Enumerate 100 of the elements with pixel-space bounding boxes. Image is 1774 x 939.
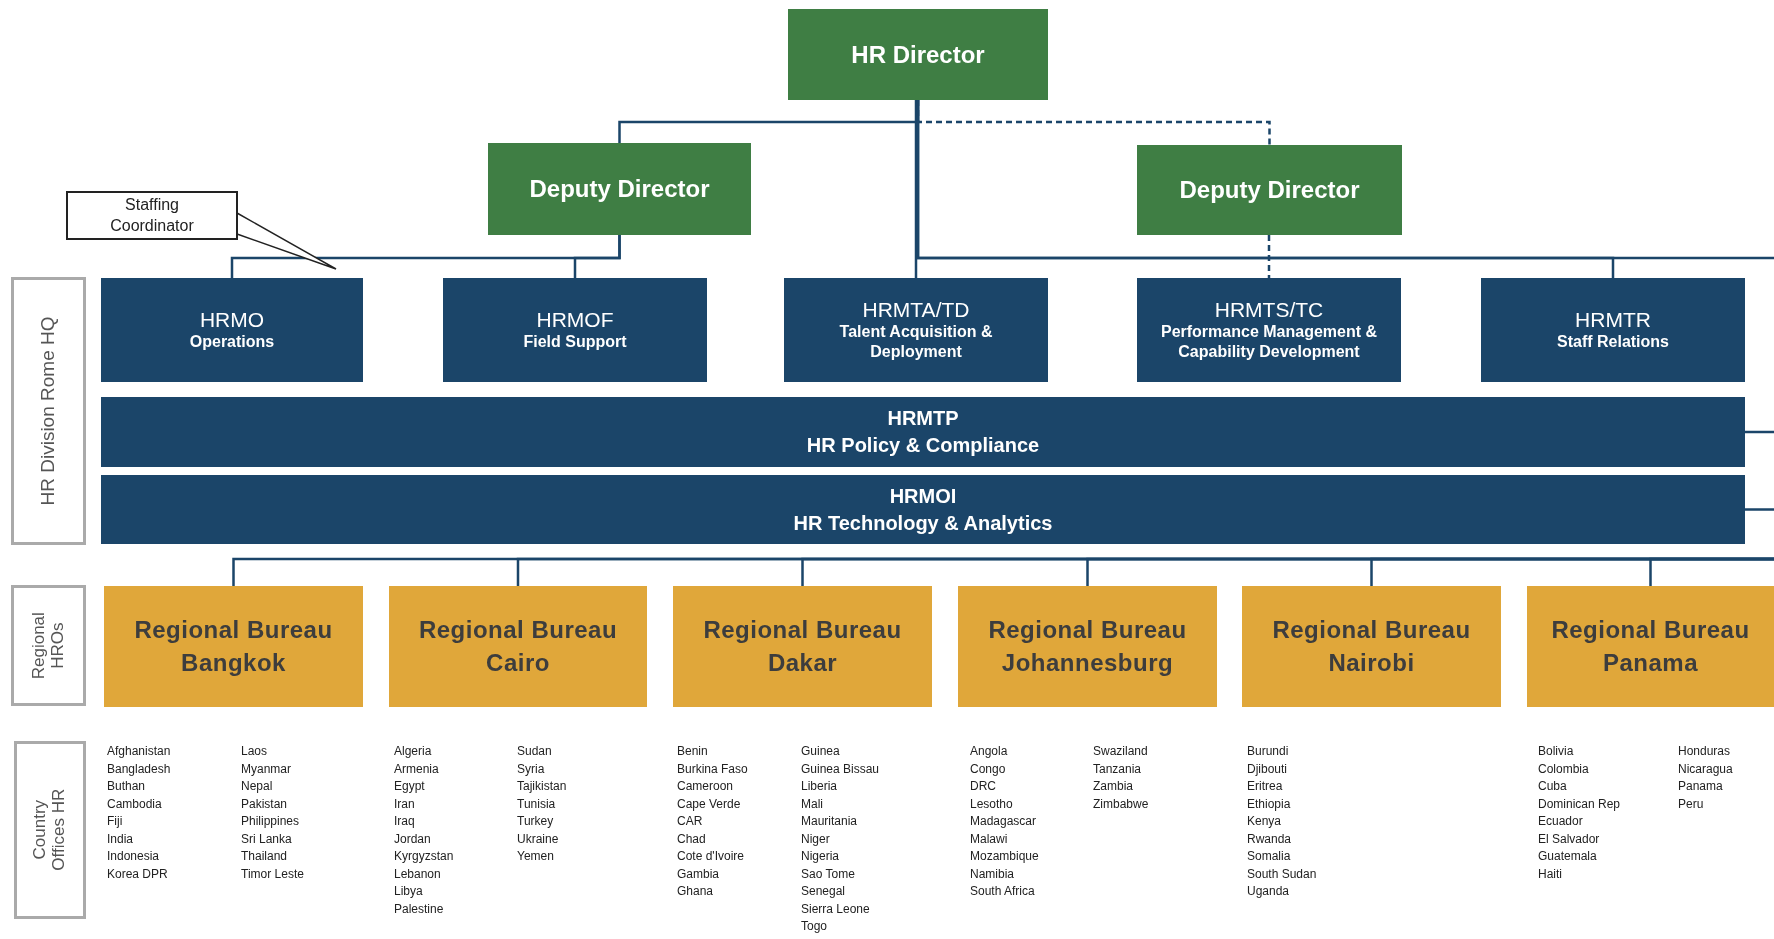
unit-name: HR Technology & Analytics [793, 510, 1053, 536]
unit-name: Operations [188, 332, 276, 352]
country-name: Yemen [517, 849, 554, 863]
country-name: Swaziland [1093, 744, 1148, 758]
bureau-box [104, 586, 363, 707]
section-label: Regional HROs [29, 610, 68, 682]
unit-code: HRMO [199, 308, 265, 332]
callout-box [66, 191, 238, 240]
country-name: Iran [394, 796, 415, 811]
country-name: Indonesia [107, 849, 160, 863]
unit-code: HRMOI [889, 483, 957, 509]
country-name: Tanzania [1093, 761, 1142, 776]
country-name: Guinea Bissau [801, 761, 880, 776]
country-name: Ethiopia [1247, 796, 1291, 811]
unit-name: Staff Relations [1556, 332, 1670, 352]
country-name: Lebanon [394, 866, 441, 881]
unit-code: HRMOF [536, 308, 614, 332]
country-name: Sao Tome [801, 866, 855, 881]
director-box [788, 9, 1048, 100]
unit-box [784, 278, 1048, 382]
country-name: Egypt [394, 779, 425, 793]
country-name: Tunisia [517, 796, 556, 811]
country-name: Haiti [1538, 866, 1562, 881]
country-name: DRC [970, 779, 996, 793]
country-name: Bolivia [1538, 744, 1574, 758]
unit-band [101, 475, 1745, 544]
country-name: Lesotho [970, 796, 1013, 811]
box-title: Deputy Director [1179, 176, 1360, 204]
country-name: Cote d'Ivoire [677, 849, 744, 863]
country-name: Syria [517, 761, 545, 776]
section-label-box [14, 741, 86, 919]
country-name: Zimbabwe [1093, 796, 1149, 811]
director-box [1137, 145, 1402, 235]
connector-line [1745, 508, 1774, 511]
country-name: Cambodia [107, 796, 162, 811]
callout-text: Staffing Coordinator [109, 194, 195, 236]
country-name: Pakistan [241, 796, 288, 811]
country-name: Togo [801, 919, 828, 933]
country-name: Djibouti [1247, 761, 1288, 776]
bureau-name: Regional Bureau Panama [1550, 615, 1751, 678]
country-name: South Sudan [1247, 866, 1317, 881]
bureau-name: Regional Bureau Cairo [417, 615, 619, 678]
unit-box [1137, 278, 1401, 382]
bureau-box [389, 586, 647, 707]
section-label-box [11, 585, 86, 706]
country-name: Rwanda [1247, 831, 1292, 846]
bureau-box [1527, 586, 1774, 707]
unit-name: HR Policy & Compliance [806, 433, 1040, 458]
country-name: Benin [677, 744, 708, 758]
unit-box [101, 278, 363, 382]
country-name: Sierra Leone [801, 901, 870, 916]
country-name: Madagascar [970, 814, 1037, 828]
bureau-box [1242, 586, 1501, 707]
bureau-name: Regional Bureau Nairobi [1271, 615, 1472, 678]
box-title: HR Director [851, 40, 985, 69]
country-name: Ukraine [517, 831, 559, 846]
unit-box [443, 278, 707, 382]
country-name: Nicaragua [1678, 761, 1733, 776]
unit-box [1481, 278, 1745, 382]
country-name: Philippines [241, 814, 300, 828]
country-name: Gambia [677, 866, 720, 881]
country-name: Niger [801, 831, 830, 846]
country-name: Armenia [394, 761, 439, 776]
country-name: Mauritania [801, 814, 858, 828]
bureau-name: Regional Bureau Johannesburg [987, 615, 1188, 678]
country-name: Namibia [970, 866, 1014, 881]
country-name: Kenya [1247, 814, 1282, 828]
country-name: Palestine [394, 901, 444, 916]
country-name: Colombia [1538, 761, 1589, 776]
country-name: India [107, 831, 134, 846]
country-name: Myanmar [241, 761, 291, 776]
unit-code: HRMTR [1575, 308, 1651, 332]
connector-line [1649, 557, 1774, 586]
country-name: Congo [970, 761, 1006, 776]
connector-line [1745, 430, 1774, 434]
country-name: Nepal [241, 779, 273, 793]
country-name: Fiji [107, 814, 123, 828]
country-name: CAR [677, 814, 703, 828]
connector-line [914, 100, 918, 278]
country-name: Uganda [1247, 884, 1290, 898]
bureau-name: Regional Bureau Dakar [702, 615, 903, 678]
connector-line [916, 100, 1774, 260]
bureau-name: Regional Bureau Bangkok [133, 615, 334, 678]
country-name: Sri Lanka [241, 831, 292, 846]
country-name: Peru [1678, 796, 1704, 811]
country-name: Korea DPR [107, 866, 168, 881]
country-name: Ecuador [1538, 814, 1583, 828]
country-name: Somalia [1247, 849, 1291, 863]
country-name: Bangladesh [107, 761, 171, 776]
country-name: Eritrea [1247, 779, 1283, 793]
bureau-box [673, 586, 932, 707]
country-name: Algeria [394, 744, 432, 758]
country-name: El Salvador [1538, 831, 1600, 846]
country-name: Zambia [1093, 779, 1133, 793]
country-name: Mozambique [970, 849, 1039, 863]
country-name: Liberia [801, 779, 838, 793]
box-title: Deputy Director [529, 175, 710, 203]
unit-name: Field Support [522, 332, 628, 352]
country-name: Mali [801, 796, 823, 811]
country-name: Buthan [107, 779, 146, 793]
